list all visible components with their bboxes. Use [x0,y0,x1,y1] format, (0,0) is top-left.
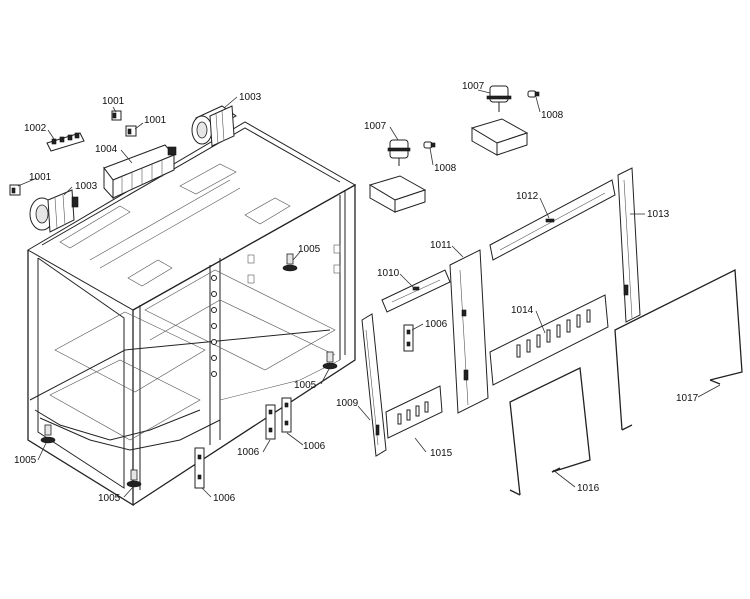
callout-1006-a: 1006 [237,447,260,458]
callout-1001-middle: 1001 [144,115,167,126]
leveling-leg-right [322,351,338,370]
bracket-1006-b [281,397,292,433]
rack-wire-1016 [509,367,591,496]
panel-1011 [449,249,489,414]
leader-lines [17,89,721,498]
panel-1014 [489,294,609,386]
panel-1009 [361,313,387,457]
panel-1012 [489,179,616,261]
callout-1017: 1017 [676,393,699,404]
panel-1015 [385,385,443,439]
callout-1011: 1011 [430,240,452,251]
tangential-blower [103,144,177,200]
callout-1007-lower: 1007 [364,121,387,132]
leveling-leg-front [126,469,142,488]
bulb-lower [423,141,436,149]
callout-labels: 1001 1001 1001 1002 1003 1003 1004 1005 … [14,81,699,504]
fan-motor-left [29,189,79,233]
leveling-leg-top [282,253,298,272]
lamp-socket-upper [486,85,512,112]
oven-frame [27,121,357,507]
callout-1008-upper: 1008 [541,110,564,121]
callout-1016: 1016 [577,483,600,494]
callout-1006-panel: 1006 [425,319,448,330]
callout-1009: 1009 [336,398,359,409]
callout-1005-right: 1005 [294,380,317,391]
callout-1002: 1002 [24,123,47,134]
callout-1005-top: 1005 [298,244,321,255]
callout-1006-b: 1006 [303,441,326,452]
callout-1010: 1010 [377,268,400,279]
callout-1003-left: 1003 [75,181,98,192]
clip-1001-upper [111,110,122,121]
clip-1001-middle [125,125,137,137]
rack-wire-1017 [614,268,743,431]
leveling-leg-left [40,424,56,444]
callout-1014: 1014 [511,305,534,316]
bracket-1006-c [194,447,205,489]
callout-1001-upper: 1001 [102,96,125,107]
callout-1004: 1004 [95,144,118,155]
callout-1003-right: 1003 [239,92,262,103]
terminal-block [46,132,85,152]
callout-1005-front: 1005 [98,493,121,504]
callout-1013: 1013 [647,209,670,220]
bulb-upper [527,90,540,98]
callout-1015: 1015 [430,448,453,459]
panel-1013 [617,167,641,323]
callout-1006-c: 1006 [213,493,236,504]
clip-1001-left [9,184,21,196]
lamp-housing-lower [368,175,427,213]
bracket-1006-a [265,404,276,440]
fan-motor-right [191,105,237,147]
lamp-socket-lower [387,139,411,166]
lamp-housing-upper [470,118,529,156]
panel-1010 [381,269,451,313]
callout-1012: 1012 [516,191,539,202]
bracket-1006-panel [403,324,414,352]
callout-1008-lower: 1008 [434,163,457,174]
callout-1001-left: 1001 [29,172,52,183]
callout-1007-upper: 1007 [462,81,485,92]
callout-1005-left: 1005 [14,455,37,466]
